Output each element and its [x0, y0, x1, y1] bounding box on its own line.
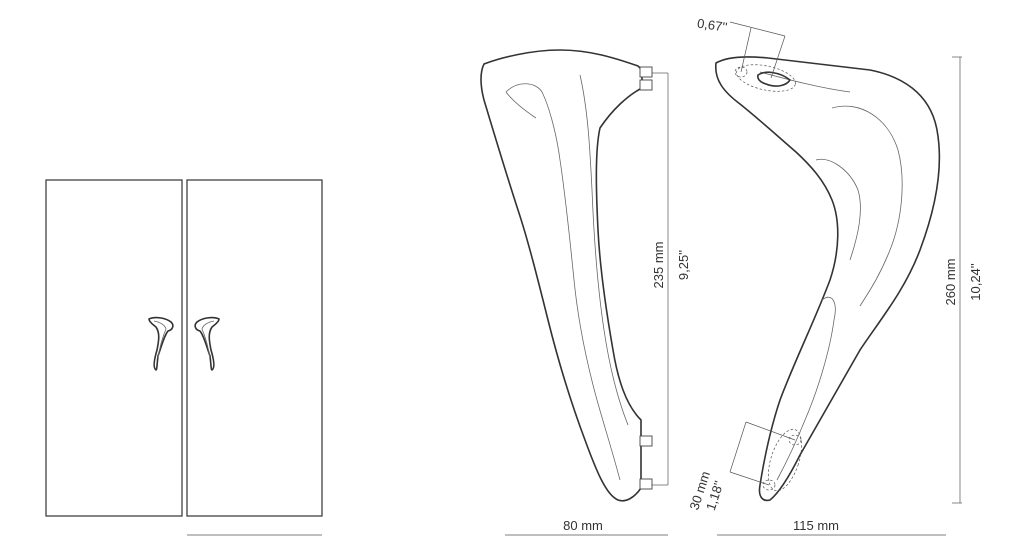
right-door-handle: [194, 316, 220, 371]
handle-side-view: 235 mm 9,25'' 80 mm: [480, 49, 691, 536]
bottom-screw-2: [639, 478, 653, 490]
front-view-outline: [715, 56, 941, 502]
top-screw-2: [639, 79, 653, 91]
top-detail-label: 0,67'': [696, 16, 728, 35]
side-width-label: 80 mm: [563, 518, 603, 533]
left-door-panel: [45, 179, 183, 517]
bottom-screw-1: [639, 435, 653, 447]
side-height-in-label: 9,25'': [676, 250, 691, 280]
front-height-mm-label: 260 mm: [943, 259, 958, 306]
front-width-label: 115 mm: [793, 518, 839, 533]
side-height-mm-label: 235 mm: [651, 242, 666, 289]
left-door-handle: [148, 316, 174, 371]
right-door-panel: [186, 179, 323, 517]
top-screw-1: [639, 66, 653, 78]
double-door-elevation: [45, 179, 323, 536]
handle-front-view: 0,67'' 30 mm 1,18'' 260 mm 10,24'' 115 m…: [686, 16, 983, 536]
front-height-in-label: 10,24'': [968, 263, 983, 301]
side-view-outline: [480, 49, 643, 502]
